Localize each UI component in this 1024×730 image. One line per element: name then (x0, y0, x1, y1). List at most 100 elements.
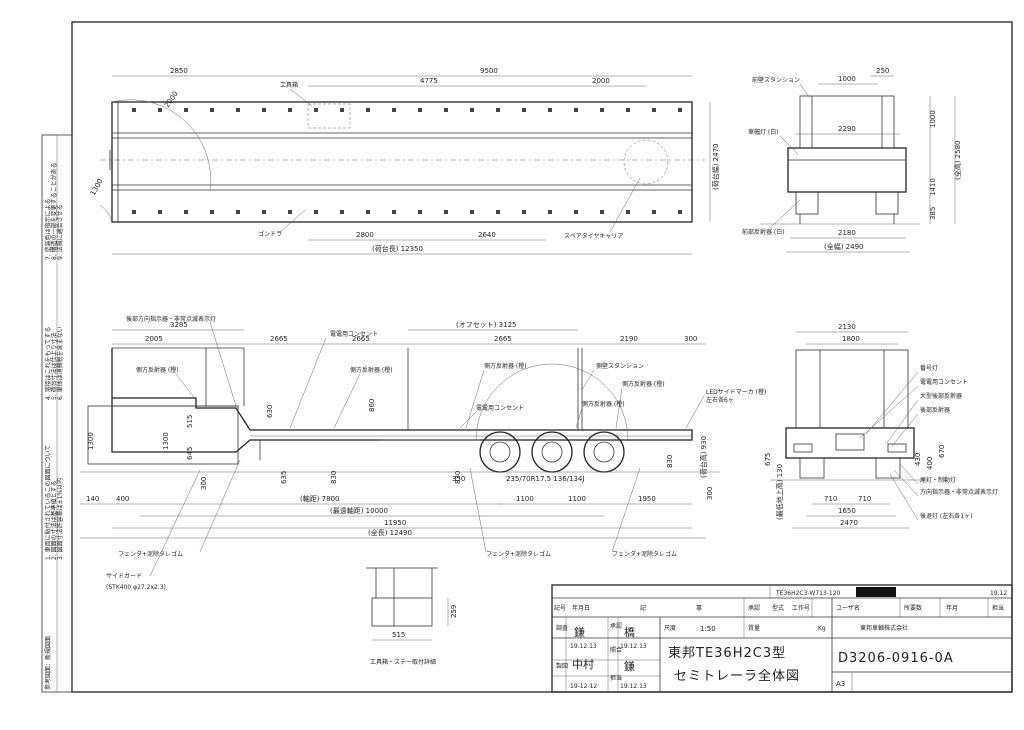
side-dim-1300a: 1300 (87, 432, 95, 450)
rear-dim-2130: 2130 (838, 323, 856, 331)
side-dim-515: 515 (186, 415, 194, 428)
label-fender-3: フェンダ+泥除タレゴム (612, 550, 677, 558)
side-dim-1950: 1950 (638, 495, 656, 503)
side-dim-140: 140 (86, 495, 99, 503)
title-date-small: 19.12 (990, 590, 1007, 597)
tie-down-mark (366, 210, 370, 214)
tie-down-mark (184, 210, 188, 214)
wheels (475, 363, 629, 473)
title-line-1: 東邦TE36H2C3型 (668, 645, 786, 661)
rear-dim-1800: 1800 (842, 335, 860, 343)
wheel-1 (479, 431, 521, 473)
note-4: 4. 溶接はこれをもってする (44, 327, 52, 400)
tie-down-mark (236, 210, 240, 214)
side-dim-2665a: 2665 (270, 335, 288, 343)
row-approval: 承認 (610, 622, 622, 630)
side-view: 3285 (オフセット) 3125 2005 2665 2665 2665 21… (80, 315, 766, 591)
side-frame (111, 348, 693, 453)
tie-down-mark (340, 210, 344, 214)
label-spare-tire: スペアタイヤキャリア (564, 232, 623, 240)
stamp-1: 鎌 (574, 625, 585, 639)
tie-down-mark (366, 108, 370, 112)
label-fender-2: フェンダ+泥除タレゴム (486, 550, 551, 558)
label-front-stanchion: 前壁スタンション (752, 76, 800, 84)
redacted-box (856, 587, 896, 597)
rear-dim-ground-clearance: (最低地上高) 130 (775, 464, 784, 520)
header-work-no: 工作号 (792, 604, 810, 612)
label-side-reflector-2: 側方反射器 (橙) (350, 366, 393, 374)
label-direction: 方向指示器・非常点滅表示灯 (920, 488, 998, 496)
header-month: 年月 (946, 604, 958, 612)
label-side-reflector-4: 側方反射器 (橙) (622, 380, 665, 388)
side-dim-830a: 830 (330, 471, 338, 484)
side-dim-830b: 830 (454, 471, 462, 484)
tie-down-mark (444, 108, 448, 112)
mass-unit: Kg (818, 625, 826, 632)
front-dim-2180: 2180 (838, 229, 856, 237)
tie-down-mark (340, 108, 344, 112)
note-8: 8. 構造の一部を変更することがある (50, 162, 58, 260)
tie-down-mark (314, 210, 318, 214)
top-dim-2000: 2000 (592, 77, 610, 85)
tie-down-mark (600, 108, 604, 112)
side-dim-1100a: 1100 (516, 495, 534, 503)
tie-down-points (132, 108, 682, 214)
tie-down-mark (678, 210, 682, 214)
side-dim-2005: 2005 (145, 335, 163, 343)
front-dim-1410: 1410 (929, 178, 937, 196)
side-dim-max-wheelbase: (最遠軸距) 10000 (330, 506, 388, 515)
wheel-3 (583, 431, 625, 473)
tie-down-mark (626, 108, 630, 112)
margin-note: 参考図面：新規図面 (44, 636, 52, 690)
tie-down-mark (262, 210, 266, 214)
note-6: 6. 車体は消費税を含まない (56, 326, 64, 400)
label-side-guard: サイドガード (106, 572, 142, 580)
top-dim-2800: 2800 (356, 231, 374, 239)
header-note: 記 (640, 604, 646, 612)
header-model: 型式 (772, 604, 784, 612)
tie-down-mark (548, 210, 552, 214)
side-dim-2190: 2190 (620, 335, 638, 343)
side-dim-2665c: 2665 (494, 335, 512, 343)
stamp-3: 中村 (572, 657, 594, 671)
detail-caption: 工具箱・ステー取付詳細 (370, 658, 436, 666)
tie-down-mark (418, 108, 422, 112)
tie-down-mark (652, 108, 656, 112)
tie-down-mark (574, 210, 578, 214)
company-name: 東邦車輌株式会社 (860, 624, 908, 632)
tie-down-mark (392, 210, 396, 214)
tie-down-mark (288, 108, 292, 112)
title-line-2: セミトレーラ全体図 (674, 668, 800, 684)
front-view: 250 1000 2290 1000 (全高) 2580 1410 385 21… (742, 67, 962, 253)
header-matter: 事 (696, 604, 702, 612)
header-approve: 承認 (748, 604, 760, 612)
header-date: 年月日 (572, 604, 590, 612)
note-1: 1. 車両に貼付されているこの図面について (44, 445, 52, 560)
sign-date-4: 19.12.13 (620, 683, 647, 690)
side-dim-635: 635 (280, 471, 288, 484)
tie-down-mark (132, 210, 136, 214)
sign-date-3: 19-12-12 (570, 683, 597, 690)
label-led-marker-note: 左右各6ヶ (706, 396, 734, 404)
tie-down-mark (574, 108, 578, 112)
tie-down-mark (210, 210, 214, 214)
header-charge: 担当 (992, 604, 1004, 612)
side-dim-offset: (オフセット) 3125 (456, 321, 517, 329)
sign-date-1: 19.12.13 (570, 643, 597, 650)
detail-dim-515: 515 (392, 631, 405, 639)
label-side-reflector-1: 側方反射器 (橙) (136, 366, 179, 374)
top-dim-9500: 9500 (480, 67, 498, 75)
rear-dim-2470: 2470 (840, 519, 858, 527)
note-2: 2. 図面の寸法は基準値とする (50, 481, 58, 560)
side-dim-645: 645 (186, 447, 194, 460)
detail-view: 515 259 工具箱・ステー取付詳細 (366, 567, 458, 666)
side-dim-860: 860 (368, 399, 376, 412)
tie-down-mark (314, 108, 318, 112)
stamp-4: 鎌 (624, 659, 635, 673)
note-9: 9. 法規に適合させる (56, 204, 64, 260)
stamp-2: 橋 (624, 625, 635, 639)
label-toolbox: 工具箱 (280, 81, 298, 89)
tie-down-mark (600, 210, 604, 214)
tie-down-mark (132, 108, 136, 112)
front-dim-total-height: (全高) 2580 (953, 140, 962, 180)
